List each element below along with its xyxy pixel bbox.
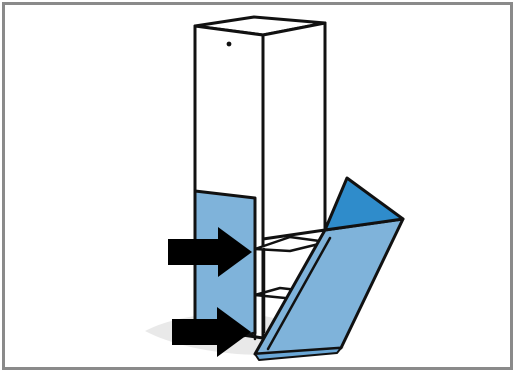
detached-cover-panel-lip (266, 236, 332, 351)
assembly-illustration (145, 15, 405, 361)
push-arrow-icon (168, 227, 252, 277)
push-arrow-icon (172, 307, 251, 357)
column-base-bracket (253, 247, 266, 341)
column-screw-hole (226, 41, 232, 47)
detached-cover-panel-foot (254, 347, 342, 361)
detached-cover-panel-top (323, 176, 405, 232)
column-right-face (261, 21, 327, 241)
